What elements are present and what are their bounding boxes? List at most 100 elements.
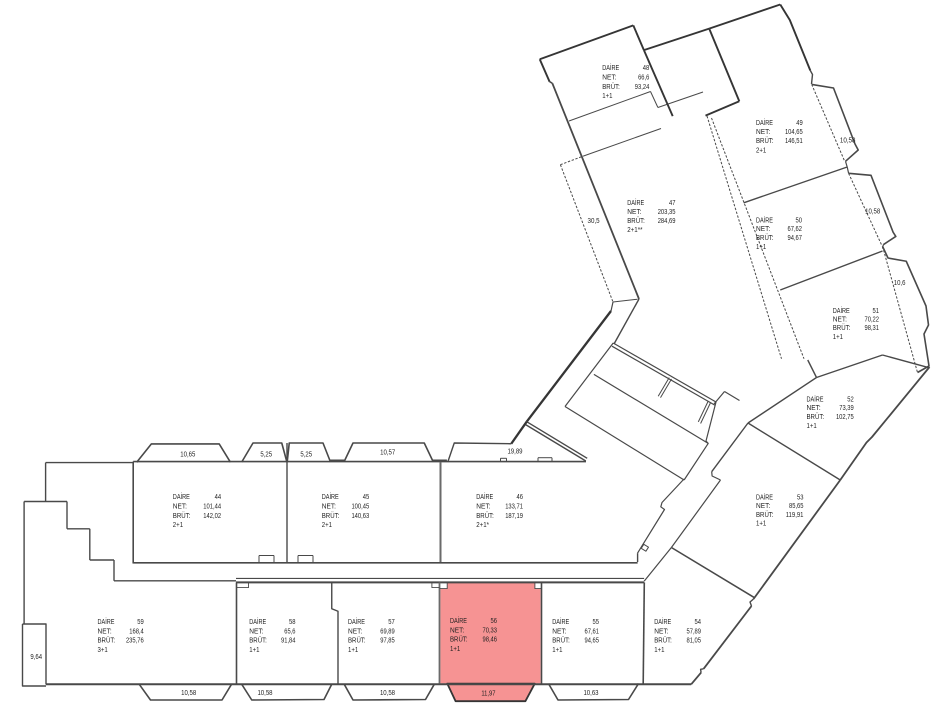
svg-text:BRÜT:: BRÜT: xyxy=(450,636,468,644)
svg-text:58: 58 xyxy=(289,619,296,626)
svg-text:NET:: NET: xyxy=(322,504,336,511)
svg-text:2+1: 2+1 xyxy=(756,147,766,154)
svg-text:70,22: 70,22 xyxy=(865,317,880,324)
svg-text:DAİRE: DAİRE xyxy=(807,394,824,403)
svg-text:BRÜT:: BRÜT: xyxy=(627,217,645,225)
svg-text:73,39: 73,39 xyxy=(839,405,854,412)
svg-text:2+1: 2+1 xyxy=(322,522,332,529)
svg-text:100,45: 100,45 xyxy=(351,504,369,511)
svg-text:5,25: 5,25 xyxy=(300,452,312,459)
svg-text:81,05: 81,05 xyxy=(687,638,702,645)
svg-text:BRÜT:: BRÜT: xyxy=(476,512,494,520)
svg-text:70,33: 70,33 xyxy=(483,627,498,634)
svg-text:DAİRE: DAİRE xyxy=(654,617,671,626)
svg-text:BRÜT:: BRÜT: xyxy=(654,637,672,645)
svg-text:NET:: NET: xyxy=(627,209,641,216)
svg-text:NET:: NET: xyxy=(552,628,566,635)
svg-text:2+1: 2+1 xyxy=(173,522,183,529)
svg-text:DAİRE: DAİRE xyxy=(756,215,773,224)
svg-text:1+1: 1+1 xyxy=(602,93,612,100)
svg-text:DAİRE: DAİRE xyxy=(348,617,365,626)
svg-text:187,19: 187,19 xyxy=(505,513,523,520)
svg-text:BRÜT:: BRÜT: xyxy=(756,234,774,242)
svg-text:140,63: 140,63 xyxy=(351,513,369,520)
svg-text:102,75: 102,75 xyxy=(836,414,854,421)
svg-text:DAİRE: DAİRE xyxy=(450,616,467,625)
svg-text:55: 55 xyxy=(593,619,600,626)
svg-text:DAİRE: DAİRE xyxy=(552,617,569,626)
svg-text:NET:: NET: xyxy=(756,129,770,136)
svg-text:DAİRE: DAİRE xyxy=(249,617,266,626)
svg-text:DAİRE: DAİRE xyxy=(602,63,619,72)
svg-text:1+1: 1+1 xyxy=(756,244,766,251)
svg-text:NET:: NET: xyxy=(807,405,821,412)
svg-text:119,91: 119,91 xyxy=(786,512,804,519)
svg-text:69,89: 69,89 xyxy=(380,628,395,635)
svg-text:235,76: 235,76 xyxy=(126,638,144,645)
svg-text:BRÜT:: BRÜT: xyxy=(173,512,191,520)
svg-text:DAİRE: DAİRE xyxy=(322,492,339,501)
svg-text:66,6: 66,6 xyxy=(638,75,649,82)
svg-text:97,85: 97,85 xyxy=(380,638,395,645)
svg-text:284,69: 284,69 xyxy=(658,218,676,225)
svg-text:142,02: 142,02 xyxy=(203,513,221,520)
svg-text:54: 54 xyxy=(695,619,702,626)
svg-text:91,84: 91,84 xyxy=(281,638,296,645)
svg-text:94,65: 94,65 xyxy=(585,638,600,645)
svg-text:BRÜT:: BRÜT: xyxy=(807,413,825,421)
svg-text:59: 59 xyxy=(137,619,144,626)
svg-text:DAİRE: DAİRE xyxy=(476,492,493,501)
svg-text:10,57: 10,57 xyxy=(380,449,395,456)
svg-text:65,6: 65,6 xyxy=(284,628,295,635)
svg-text:10,58: 10,58 xyxy=(840,137,856,144)
svg-text:168,4: 168,4 xyxy=(129,628,144,635)
svg-text:10,65: 10,65 xyxy=(180,451,195,458)
svg-text:NET:: NET: xyxy=(756,503,770,510)
svg-text:10,58: 10,58 xyxy=(257,690,272,697)
svg-text:47: 47 xyxy=(669,200,676,207)
svg-text:67,61: 67,61 xyxy=(585,628,600,635)
svg-text:1+1: 1+1 xyxy=(654,647,664,654)
svg-text:10,63: 10,63 xyxy=(583,690,598,697)
svg-text:10,6: 10,6 xyxy=(894,280,906,287)
svg-text:53: 53 xyxy=(797,494,804,501)
svg-text:2+1*: 2+1* xyxy=(476,522,489,529)
svg-text:NET:: NET: xyxy=(173,504,187,511)
svg-text:BRÜT:: BRÜT: xyxy=(756,511,774,519)
svg-text:3+1: 3+1 xyxy=(98,647,108,654)
svg-text:1+1: 1+1 xyxy=(249,647,259,654)
svg-text:1+1: 1+1 xyxy=(552,647,562,654)
svg-text:DAİRE: DAİRE xyxy=(173,492,190,501)
svg-text:DAİRE: DAİRE xyxy=(98,617,115,626)
svg-text:5,25: 5,25 xyxy=(260,452,272,459)
svg-text:9,64: 9,64 xyxy=(30,654,42,661)
svg-text:10,58: 10,58 xyxy=(865,209,880,216)
svg-text:85,65: 85,65 xyxy=(789,503,804,510)
svg-text:NET:: NET: xyxy=(249,628,263,635)
svg-text:98,46: 98,46 xyxy=(483,637,498,644)
svg-text:48: 48 xyxy=(643,65,650,72)
svg-text:30,5: 30,5 xyxy=(588,218,600,225)
svg-text:NET:: NET: xyxy=(756,226,770,233)
svg-text:67,62: 67,62 xyxy=(788,226,803,233)
svg-text:1+1: 1+1 xyxy=(833,334,843,341)
svg-text:1+1: 1+1 xyxy=(450,646,460,653)
svg-text:NET:: NET: xyxy=(98,628,112,635)
svg-text:DAİRE: DAİRE xyxy=(756,492,773,501)
svg-text:52: 52 xyxy=(847,396,854,403)
svg-text:133,71: 133,71 xyxy=(505,504,523,511)
svg-text:DAİRE: DAİRE xyxy=(627,198,644,207)
svg-text:BRÜT:: BRÜT: xyxy=(98,637,116,645)
svg-text:94,67: 94,67 xyxy=(788,235,803,242)
svg-text:BRÜT:: BRÜT: xyxy=(552,637,570,645)
svg-text:DAİRE: DAİRE xyxy=(756,118,773,127)
svg-text:203,35: 203,35 xyxy=(658,209,676,216)
svg-text:2+1**: 2+1** xyxy=(627,227,643,234)
svg-text:50: 50 xyxy=(796,217,803,224)
svg-text:11,97: 11,97 xyxy=(481,690,495,697)
svg-text:93,24: 93,24 xyxy=(635,84,650,91)
svg-text:101,44: 101,44 xyxy=(203,504,221,511)
svg-text:NET:: NET: xyxy=(602,75,616,82)
svg-text:57: 57 xyxy=(388,619,395,626)
svg-text:44: 44 xyxy=(215,494,222,501)
